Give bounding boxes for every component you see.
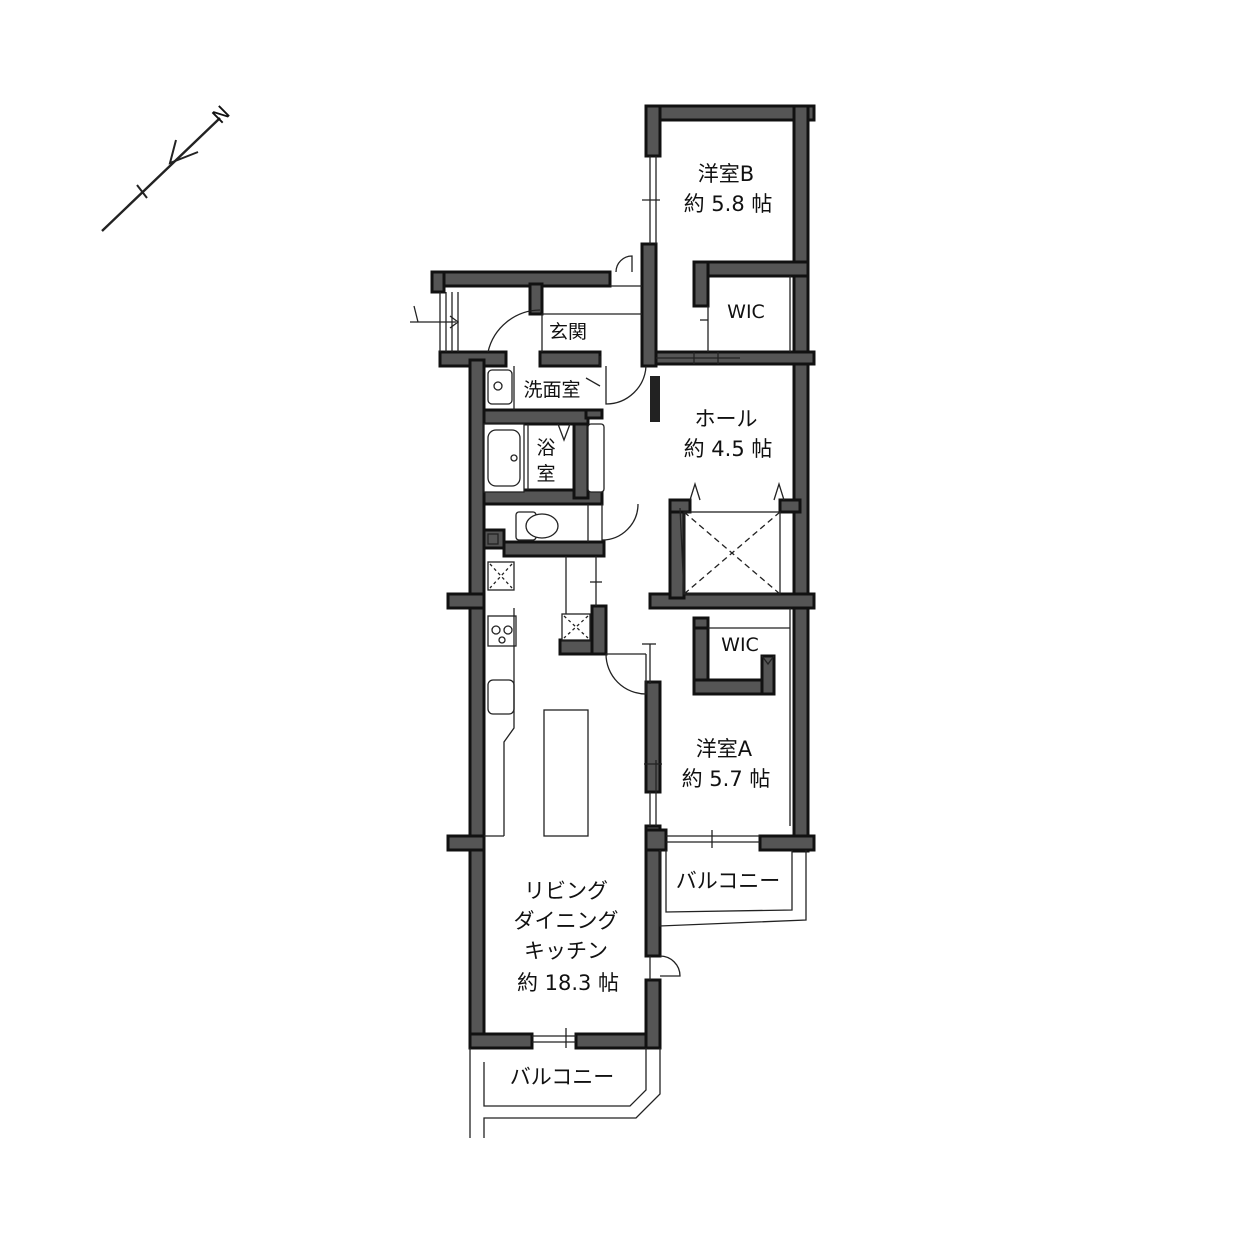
north-label: N <box>207 101 235 129</box>
walls <box>430 104 816 1050</box>
room-label-balcony-east: バルコニー <box>676 869 781 893</box>
room-label-western-a: 洋室A <box>696 737 753 761</box>
room-label-wic-a: WIC <box>721 634 759 656</box>
room-area-ldk: 約 18.3 帖 <box>517 971 619 995</box>
north-arrow-icon: N <box>101 101 235 232</box>
room-label-washroom: 洗面室 <box>523 379 580 401</box>
room-label-ldk-2: ダイニング <box>514 909 619 933</box>
thin-details <box>410 156 807 1138</box>
room-area-western-a: 約 5.7 帖 <box>682 767 771 791</box>
room-label-ldk-3: キッチン <box>524 939 608 963</box>
room-label-ldk-1: リビング <box>524 879 608 903</box>
room-area-hall: 約 4.5 帖 <box>684 437 773 461</box>
room-label-bath-1: 浴 <box>536 437 555 459</box>
room-label-balcony-south: バルコニー <box>510 1065 615 1089</box>
room-label-hall: ホール <box>695 407 758 431</box>
room-label-western-b: 洋室B <box>698 162 754 186</box>
room-label-bath-2: 室 <box>536 463 555 485</box>
room-label-wic-b: WIC <box>727 301 765 323</box>
room-label-entrance: 玄関 <box>549 321 587 343</box>
room-area-western-b: 約 5.8 帖 <box>684 192 773 216</box>
